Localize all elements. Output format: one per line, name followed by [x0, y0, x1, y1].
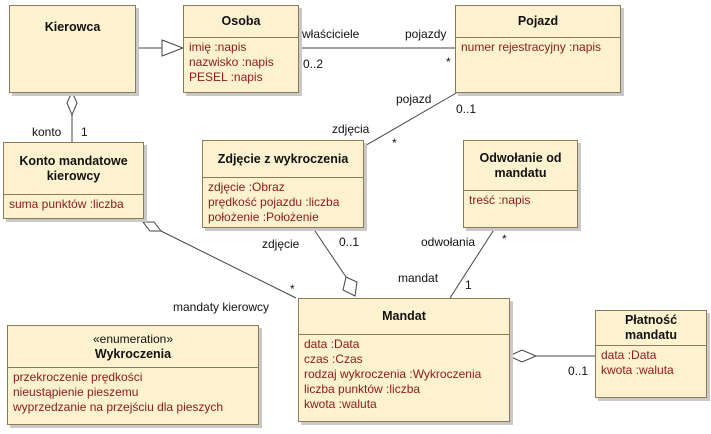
attribute: suma punktów :liczba — [9, 197, 124, 211]
class-mandat[interactable]: Mandat data :Data czas :Czas rodzaj wykr… — [298, 298, 510, 422]
aggregation-zdjecie-mandat — [312, 227, 347, 278]
class-name: Płatność mandatu — [596, 311, 706, 346]
enum-literal: nieustąpienie pieszemu — [13, 385, 139, 399]
attribute: PESEL :napis — [189, 70, 263, 84]
class-name: Mandat — [299, 299, 509, 335]
attribute: data :Data — [304, 337, 360, 351]
multiplicity-konto: 1 — [81, 125, 88, 139]
class-name: Odwołanie od mandatu — [464, 141, 577, 191]
class-name-block: «enumeration» Wykroczenia — [8, 326, 258, 368]
multiplicity-osoba: 0..2 — [303, 57, 324, 71]
aggregation-diamond-mandat-zdjecie — [342, 276, 358, 297]
class-platnosc-mandatu[interactable]: Płatność mandatu data :Data kwota :walut… — [595, 310, 707, 398]
attribute: czas :Czas — [304, 352, 363, 366]
role-label-odwolania: odwołania — [421, 235, 476, 249]
enumeration-wykroczenia[interactable]: «enumeration» Wykroczenia przekroczenie … — [7, 325, 259, 425]
role-label-pojazdy: pojazdy — [405, 27, 447, 41]
attribute: treść :napis — [469, 193, 531, 207]
attribute: numer rejestracyjny :napis — [461, 40, 602, 54]
role-label-konto: konto — [32, 125, 62, 139]
aggregation-diamond-konto — [141, 221, 163, 232]
class-zdjecie-z-wykroczenia[interactable]: Zdjęcie z wykroczenia zdjęcie :Obraz prę… — [202, 140, 364, 228]
attribute: kwota :waluta — [601, 363, 674, 377]
enum-literal: przekroczenie prędkości — [13, 370, 143, 384]
class-name: Wykroczenia — [94, 346, 172, 361]
multiplicity-mandaty: * — [290, 282, 295, 296]
class-name: Pojazd — [456, 6, 620, 38]
attribute: położenie :Położenie — [208, 210, 319, 224]
multiplicity-pojazdy: * — [446, 55, 451, 69]
class-name: Konto mandatowe kierowcy — [4, 143, 143, 195]
attribute: rodzaj wykroczenia :Wykroczenia — [304, 367, 482, 381]
multiplicity-zdjecia: * — [392, 136, 397, 150]
attribute: nazwisko :napis — [189, 55, 274, 69]
role-label-mandaty-kierowcy: mandaty kierowcy — [173, 300, 270, 314]
class-pojazd[interactable]: Pojazd numer rejestracyjny :napis — [455, 5, 621, 93]
attribute: prędkość pojazdu :liczba — [208, 195, 340, 209]
class-osoba[interactable]: Osoba imię :napis nazwisko :napis PESEL … — [183, 5, 299, 93]
class-name: Zdjęcie z wykroczenia — [203, 141, 363, 178]
multiplicity-zdjecie: 0..1 — [339, 235, 360, 249]
class-odwolanie-od-mandatu[interactable]: Odwołanie od mandatu treść :napis — [463, 140, 578, 228]
class-name: Kierowca — [44, 19, 101, 34]
attribute: kwota :waluta — [304, 397, 377, 411]
role-label-zdjecie: zdjęcie — [262, 237, 300, 251]
class-kierowca[interactable]: Kierowca — [9, 5, 136, 93]
attribute: liczba punktów :liczba — [304, 382, 421, 396]
role-label-wlasciciele: właściciele — [302, 27, 360, 41]
class-konto-mandatowe[interactable]: Konto mandatowe kierowcy suma punktów :l… — [3, 142, 144, 219]
class-name: Osoba — [184, 6, 298, 38]
role-label-zdjecia: zdjęcia — [332, 122, 370, 136]
enum-literal: wyprzedzanie na przejściu dla pieszych — [13, 400, 224, 414]
attribute: zdjęcie :Obraz — [208, 180, 285, 194]
multiplicity-pojazd: 0..1 — [456, 102, 477, 116]
generalization-arrowhead — [161, 39, 185, 57]
attribute: data :Data — [601, 348, 657, 362]
association-pojazd-zdjecie — [362, 91, 459, 148]
multiplicity-odwolania: * — [502, 232, 507, 246]
role-label-mandat: mandat — [398, 271, 439, 285]
aggregation-diamond-mandat-platnosc — [507, 349, 538, 363]
multiplicity-mandat: 1 — [465, 278, 472, 292]
multiplicity-platnosc: 0..1 — [568, 364, 589, 378]
stereotype-label: «enumeration» — [92, 331, 174, 346]
association-odwolanie-mandat — [449, 227, 496, 299]
role-label-pojazd: pojazd — [396, 92, 432, 106]
composition-diamond-kierowca — [66, 90, 78, 117]
aggregation-konto-mandat — [160, 230, 297, 299]
attribute: imię :napis — [189, 40, 247, 54]
